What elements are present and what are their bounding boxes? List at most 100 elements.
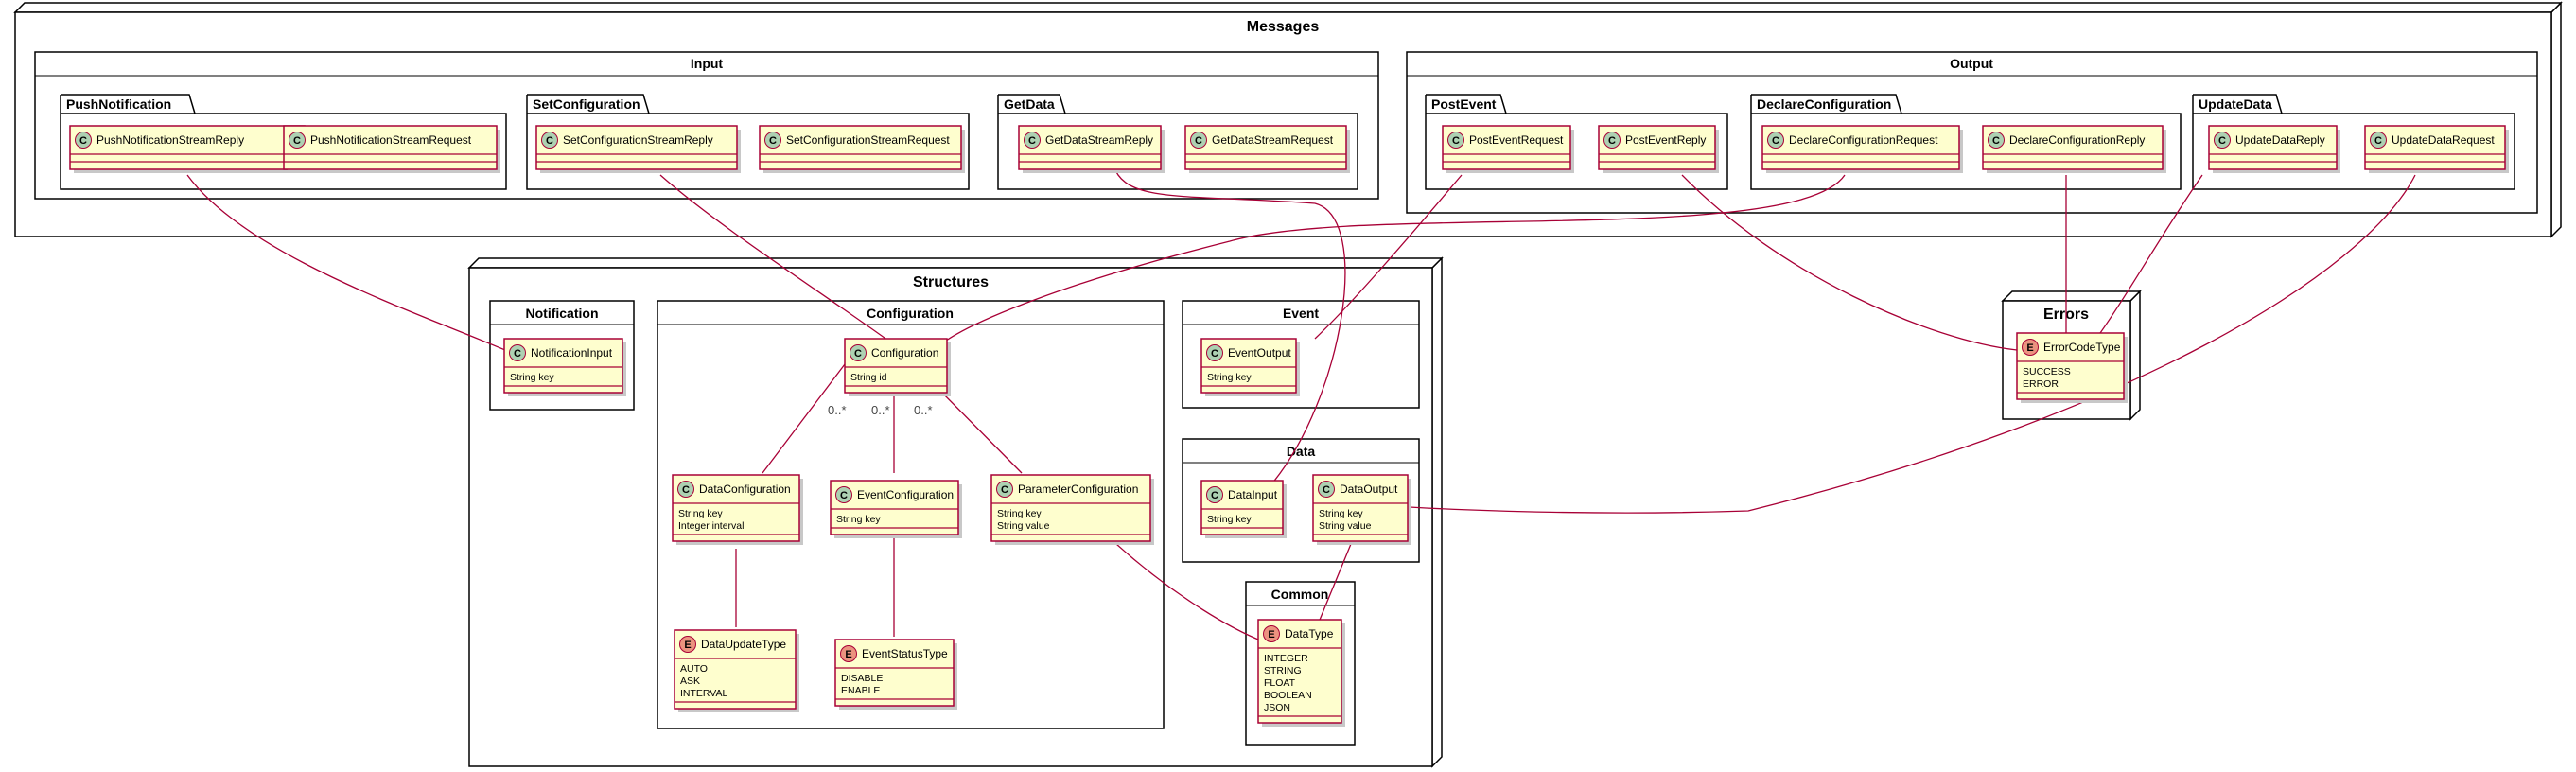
package-input-title: Input bbox=[691, 56, 724, 71]
multiplicity-labels: 0..* 0..* 0..* bbox=[828, 403, 933, 417]
enum-value: INTERVAL bbox=[680, 688, 728, 699]
class-name: PostEventReply bbox=[1625, 133, 1706, 147]
package-notification-title: Notification bbox=[526, 306, 599, 321]
class-stereotype-icon: C bbox=[854, 348, 862, 360]
link-push-reply-notification-input bbox=[186, 174, 506, 351]
class-name: DataInput bbox=[1228, 488, 1278, 501]
class-name: GetDataStreamReply bbox=[1045, 133, 1153, 147]
class-name: ErrorCodeType bbox=[2043, 341, 2121, 354]
class-configuration[interactable]: C Configuration String id bbox=[844, 338, 951, 396]
link-updatedata-reply-error-code bbox=[2099, 174, 2203, 334]
enum-stereotype-icon: E bbox=[1268, 629, 1274, 640]
class-parameter-configuration[interactable]: C ParameterConfiguration String key Stri… bbox=[990, 474, 1154, 545]
class-name: EventOutput bbox=[1228, 346, 1291, 360]
package-output-title: Output bbox=[1950, 56, 1993, 71]
class-attribute: String key bbox=[1207, 372, 1252, 383]
class-stereotype-icon: C bbox=[1323, 484, 1330, 496]
link-updatedata-request-data-output bbox=[1409, 174, 2416, 514]
class-data-configuration[interactable]: C DataConfiguration String key Integer i… bbox=[672, 474, 803, 545]
enum-error-code-type[interactable]: E ErrorCodeType SUCCESS ERROR bbox=[2016, 332, 2128, 403]
class-stereotype-icon: C bbox=[79, 135, 87, 147]
enum-value: ENABLE bbox=[841, 685, 880, 696]
association-links bbox=[186, 165, 2416, 642]
class-name: NotificationInput bbox=[531, 346, 613, 360]
multiplicity-event-configuration: 0..* bbox=[871, 403, 890, 417]
enum-stereotype-icon: E bbox=[684, 640, 691, 651]
class-post-event-request[interactable]: C PostEventRequest bbox=[1442, 125, 1574, 173]
classes-layer: C PushNotificationStreamReply C PushNoti… bbox=[69, 125, 2509, 727]
class-name: DeclareConfigurationRequest bbox=[1789, 133, 1938, 147]
class-stereotype-icon: C bbox=[1992, 135, 2000, 147]
enum-data-type[interactable]: E DataType INTEGER STRING FLOAT BOOLEAN … bbox=[1257, 619, 1345, 727]
enum-value: BOOLEAN bbox=[1264, 690, 1312, 701]
enum-value: SUCCESS bbox=[2023, 366, 2071, 377]
class-name: PushNotificationStreamRequest bbox=[310, 133, 472, 147]
class-attribute: String value bbox=[997, 520, 1050, 532]
enum-event-status-type[interactable]: E EventStatusType DISABLE ENABLE bbox=[834, 639, 957, 710]
class-attribute: String key bbox=[1319, 508, 1363, 519]
class-stereotype-icon: C bbox=[1608, 135, 1616, 147]
class-stereotype-icon: C bbox=[1211, 348, 1218, 360]
class-name: UpdateDataReply bbox=[2235, 133, 2325, 147]
class-name: DeclareConfigurationReply bbox=[2009, 133, 2145, 147]
class-stereotype-icon: C bbox=[2218, 135, 2226, 147]
class-notification-input[interactable]: C NotificationInput String key bbox=[503, 338, 626, 396]
class-name: Configuration bbox=[871, 346, 938, 360]
class-get-data-stream-reply[interactable]: C GetDataStreamReply bbox=[1018, 125, 1165, 173]
class-declare-configuration-reply[interactable]: C DeclareConfigurationReply bbox=[1982, 125, 2166, 173]
enum-value: JSON bbox=[1264, 702, 1290, 713]
class-attribute: String key bbox=[510, 372, 554, 383]
enum-value: DISABLE bbox=[841, 673, 883, 684]
messages-title: Messages bbox=[1247, 19, 1320, 35]
class-event-output[interactable]: C EventOutput String key bbox=[1200, 338, 1300, 396]
class-name: DataUpdateType bbox=[701, 638, 786, 651]
link-configuration-parameter-configuration bbox=[932, 382, 1023, 474]
class-name: PushNotificationStreamReply bbox=[96, 133, 244, 147]
class-event-configuration[interactable]: C EventConfiguration String key bbox=[830, 480, 962, 538]
class-set-configuration-stream-request[interactable]: C SetConfigurationStreamRequest bbox=[759, 125, 965, 173]
enum-value: ERROR bbox=[2023, 378, 2059, 390]
link-setconf-reply-configuration bbox=[659, 174, 889, 342]
class-name: DataConfiguration bbox=[699, 482, 791, 496]
enum-data-update-type[interactable]: E DataUpdateType AUTO ASK INTERVAL bbox=[674, 629, 799, 712]
enum-value: INTEGER bbox=[1264, 653, 1308, 664]
link-configuration-data-configuration bbox=[762, 363, 846, 474]
class-name: GetDataStreamRequest bbox=[1212, 133, 1334, 147]
multiplicity-parameter-configuration: 0..* bbox=[914, 403, 933, 417]
class-data-input[interactable]: C DataInput String key bbox=[1200, 480, 1287, 538]
link-declconf-request-configuration bbox=[945, 174, 1846, 342]
class-push-notification-stream-reply[interactable]: C PushNotificationStreamReply bbox=[69, 125, 308, 173]
class-name: DataType bbox=[1285, 627, 1334, 640]
enum-stereotype-icon: E bbox=[2026, 342, 2033, 354]
class-name: SetConfigurationStreamReply bbox=[563, 133, 713, 147]
class-post-event-reply[interactable]: C PostEventReply bbox=[1598, 125, 1719, 173]
class-stereotype-icon: C bbox=[769, 135, 777, 147]
class-get-data-stream-request[interactable]: C GetDataStreamRequest bbox=[1184, 125, 1350, 173]
class-attribute: String key bbox=[836, 514, 881, 525]
class-attribute: String key bbox=[678, 508, 723, 519]
package-common-title: Common bbox=[1271, 587, 1329, 602]
class-update-data-reply[interactable]: C UpdateDataReply bbox=[2208, 125, 2340, 173]
package-declare-configuration-title: DeclareConfiguration bbox=[1757, 96, 1891, 112]
class-declare-configuration-request[interactable]: C DeclareConfigurationRequest bbox=[1761, 125, 1963, 173]
class-attribute: Integer interval bbox=[678, 520, 744, 532]
class-data-output[interactable]: C DataOutput String key String value bbox=[1312, 474, 1411, 545]
class-stereotype-icon: C bbox=[1211, 490, 1218, 501]
class-stereotype-icon: C bbox=[682, 484, 690, 496]
link-getdata-reply-data-input bbox=[1113, 165, 1346, 485]
class-stereotype-icon: C bbox=[546, 135, 553, 147]
class-stereotype-icon: C bbox=[2374, 135, 2382, 147]
class-update-data-request[interactable]: C UpdateDataRequest bbox=[2364, 125, 2509, 173]
class-name: EventConfiguration bbox=[857, 488, 954, 501]
package-configuration-title: Configuration bbox=[867, 306, 954, 321]
package-event-title: Event bbox=[1283, 306, 1319, 321]
class-stereotype-icon: C bbox=[1772, 135, 1779, 147]
class-stereotype-icon: C bbox=[1195, 135, 1202, 147]
class-set-configuration-stream-reply[interactable]: C SetConfigurationStreamReply bbox=[535, 125, 741, 173]
link-data-output-data-type bbox=[1317, 543, 1352, 625]
class-stereotype-icon: C bbox=[1001, 484, 1008, 496]
class-name: ParameterConfiguration bbox=[1018, 482, 1138, 496]
structures-title: Structures bbox=[913, 274, 989, 290]
class-push-notification-stream-request[interactable]: C PushNotificationStreamRequest bbox=[283, 125, 500, 173]
